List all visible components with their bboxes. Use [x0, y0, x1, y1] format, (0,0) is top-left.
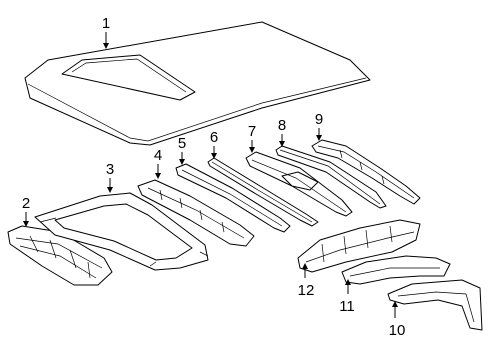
callout-11: 11 [339, 298, 355, 315]
front-header-panel [7, 225, 113, 286]
callout-9: 9 [315, 111, 323, 128]
rear-header-inner [297, 219, 421, 273]
sunroof-frame [34, 192, 209, 271]
callout-3: 3 [106, 161, 114, 178]
callout-10: 10 [389, 322, 406, 339]
roof-panel [24, 21, 371, 146]
sunroof-opening [61, 54, 196, 101]
rear-header-reinforcement [341, 255, 451, 285]
callout-6: 6 [210, 129, 218, 146]
callout-4: 4 [154, 147, 162, 164]
roof-bow-4 [137, 179, 255, 247]
callout-labels: 1 2 3 4 5 6 7 8 9 10 11 12 [22, 15, 406, 339]
callout-12: 12 [298, 282, 315, 299]
leader-lines [23, 32, 398, 318]
rear-header-panel [387, 279, 483, 331]
roof-bow-6 [207, 157, 319, 227]
roof-bow-7 [245, 151, 353, 217]
callout-7: 7 [248, 123, 256, 140]
callout-8: 8 [278, 117, 286, 134]
callout-1: 1 [102, 15, 110, 32]
callout-2: 2 [22, 195, 30, 212]
callout-5: 5 [178, 135, 186, 152]
roof-bow-5 [175, 163, 291, 233]
roof-bow-9 [311, 139, 421, 205]
roof-bow-8 [275, 145, 387, 209]
